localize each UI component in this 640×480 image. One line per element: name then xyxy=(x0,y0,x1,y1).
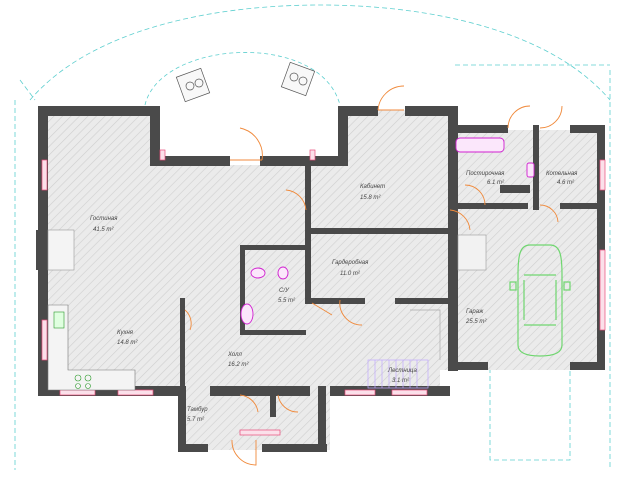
staircase xyxy=(367,309,441,389)
room-kitchen-area: 14.8 m² xyxy=(117,340,138,346)
room-laundry-name: Постирочная xyxy=(466,171,505,177)
room-vestibule-area: 5.7 m² xyxy=(187,417,205,423)
kitchen-counter xyxy=(47,304,136,391)
car-icon xyxy=(509,244,571,357)
room-living-name: Гостиная xyxy=(90,216,118,222)
room-stairs-area: 3.1 m² xyxy=(392,378,410,384)
fireplace xyxy=(47,229,75,271)
room-vestibule-name: Тамбур xyxy=(187,407,208,413)
room-bath-area: 5.5 m² xyxy=(278,298,296,304)
room-wardrobe-area: 11.0 m² xyxy=(340,271,361,277)
room-garage-name: Гараж xyxy=(466,309,484,315)
room-wardrobe-name: Гардеробная xyxy=(332,260,369,266)
room-garage-area: 25.5 m² xyxy=(465,319,487,325)
armchairs xyxy=(175,61,316,103)
room-boiler-area: 4.6 m² xyxy=(557,180,575,186)
walls xyxy=(36,106,605,452)
doors xyxy=(184,85,563,466)
floor-fill xyxy=(42,110,600,450)
room-bath-name: С/У xyxy=(279,288,290,294)
room-kitchen-name: Кухня xyxy=(117,330,134,336)
windows xyxy=(41,149,606,436)
room-boiler-name: Котельная xyxy=(546,171,578,177)
storage-rack xyxy=(457,234,487,271)
room-labels: Гостиная 41.5 m² Кабинет 15.8 m² Постиро… xyxy=(90,171,578,423)
room-living-area: 41.5 m² xyxy=(93,227,114,233)
room-stairs-name: Лестница xyxy=(387,368,418,374)
room-study-area: 15.8 m² xyxy=(360,195,381,201)
plumbing xyxy=(240,137,535,325)
room-hall-area: 16.2 m² xyxy=(228,362,249,368)
room-study-name: Кабинет xyxy=(360,184,385,190)
room-laundry-area: 6.1 m² xyxy=(487,180,505,186)
room-hall-name: Холл xyxy=(227,352,242,358)
